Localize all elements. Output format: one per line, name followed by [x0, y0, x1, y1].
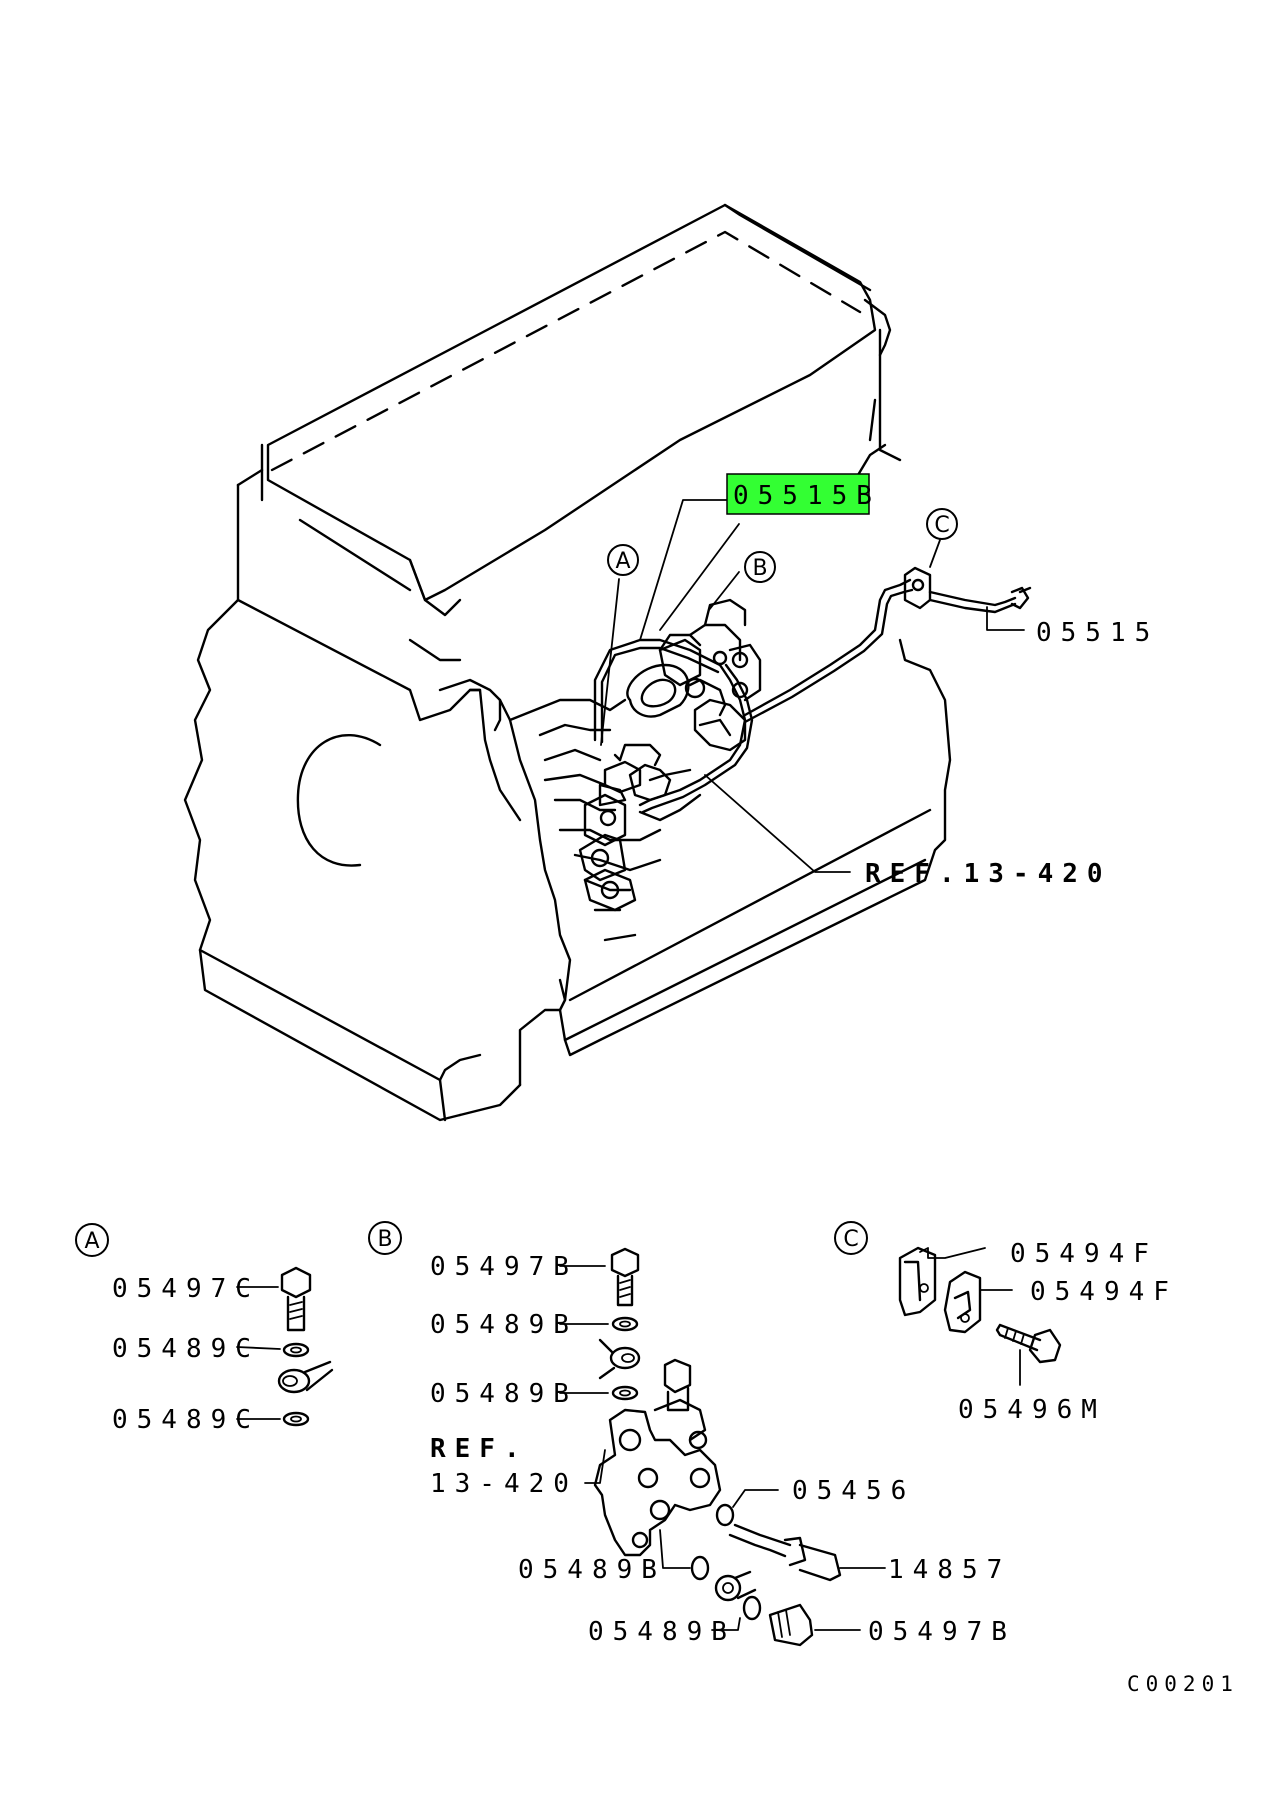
- detail-b: B: [368, 1221, 886, 1647]
- callout-b-detail-letter: B: [377, 1227, 392, 1252]
- clamp-half-2: [943, 1270, 982, 1334]
- highlight-label: 05515B: [733, 481, 881, 511]
- part-label-05494f-2[interactable]: 05494F: [1030, 1277, 1178, 1307]
- part-label-05489b-3[interactable]: 05489B: [518, 1555, 666, 1585]
- detail-c: C: [834, 1221, 1062, 1386]
- part-label-05489b-4[interactable]: 05489B: [588, 1617, 736, 1647]
- ref-label-b-line2[interactable]: 13-420: [430, 1469, 578, 1499]
- callout-c-detail: C: [834, 1221, 868, 1255]
- part-label-05515[interactable]: 05515: [1036, 618, 1159, 648]
- part-label-05497c[interactable]: 05497C: [112, 1274, 260, 1304]
- part-label-05497b-bottom[interactable]: 05497B: [868, 1617, 1016, 1647]
- callout-c-detail-letter: C: [843, 1227, 858, 1252]
- ref-label-b-line1[interactable]: REF.: [430, 1434, 529, 1464]
- part-label-05497b-top[interactable]: 05497B: [430, 1252, 578, 1282]
- part-label-14857[interactable]: 14857: [888, 1555, 1011, 1585]
- highlighted-part-label[interactable]: 05515B: [726, 473, 881, 515]
- part-label-05489c-1[interactable]: 05489C: [112, 1334, 260, 1364]
- fitting-block-b: [593, 1408, 722, 1557]
- bolt-head-b-top: [610, 1247, 640, 1278]
- callout-b-main: B: [744, 551, 776, 583]
- clamp-half-1: [898, 1246, 937, 1317]
- callout-a-main: A: [607, 544, 639, 576]
- callout-c-main: C: [926, 508, 958, 540]
- engine-illustration: [183, 203, 1032, 1122]
- part-label-05489c-2[interactable]: 05489C: [112, 1405, 260, 1435]
- callout-c-main-letter: C: [934, 513, 949, 538]
- ref-label-main[interactable]: REF.13-420: [865, 859, 1112, 889]
- part-label-05456[interactable]: 05456: [792, 1476, 915, 1506]
- bolt-head-a: [280, 1266, 312, 1299]
- callout-b-main-letter: B: [752, 556, 767, 581]
- detail-a: A: [75, 1223, 334, 1427]
- callout-b-detail: B: [368, 1221, 402, 1255]
- part-label-05489b-2[interactable]: 05489B: [430, 1379, 578, 1409]
- leader-lines: [600, 499, 1025, 873]
- callout-a-detail-letter: A: [84, 1229, 99, 1254]
- diagram-code: C00201: [1127, 1672, 1239, 1696]
- part-label-05494f-1[interactable]: 05494F: [1010, 1239, 1158, 1269]
- part-label-05489b-1[interactable]: 05489B: [430, 1310, 578, 1340]
- callout-a-detail: A: [75, 1223, 109, 1257]
- highlight-box: [726, 473, 870, 515]
- callout-a-main-letter: A: [615, 549, 630, 574]
- part-label-05496m[interactable]: 05496M: [958, 1395, 1106, 1425]
